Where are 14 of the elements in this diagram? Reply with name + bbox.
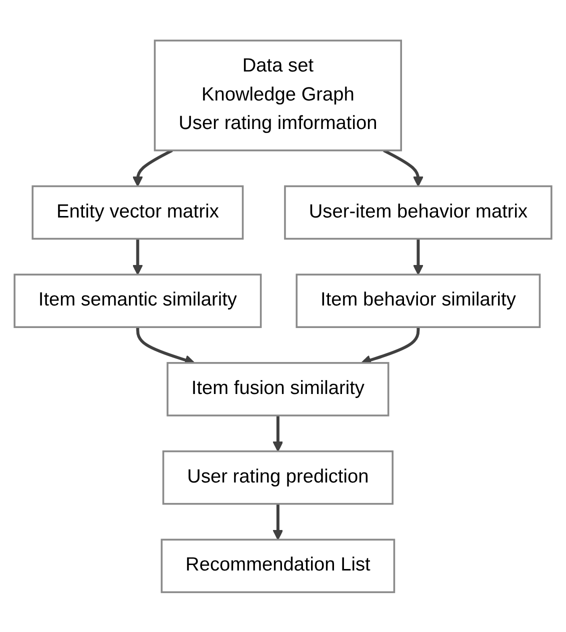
- arrow: [132, 238, 143, 275]
- node-box: Item fusion similarity: [166, 362, 390, 416]
- arrow: [383, 148, 424, 186]
- node-box: Item behavior similarity: [296, 273, 541, 328]
- arrow: [272, 415, 284, 452]
- node-box: User-item behavior matrix: [284, 184, 552, 240]
- arrow: [412, 238, 424, 275]
- node-box: Data set Knowledge Graph User rating imformation: [154, 39, 402, 151]
- node-box: User rating prediction: [162, 450, 394, 504]
- arrow: [132, 148, 173, 186]
- arrow: [272, 503, 284, 540]
- node-box: Recommendation List: [160, 538, 396, 593]
- node-box: Entity vector matrix: [32, 184, 244, 240]
- node-box: Item semantic similarity: [14, 273, 262, 328]
